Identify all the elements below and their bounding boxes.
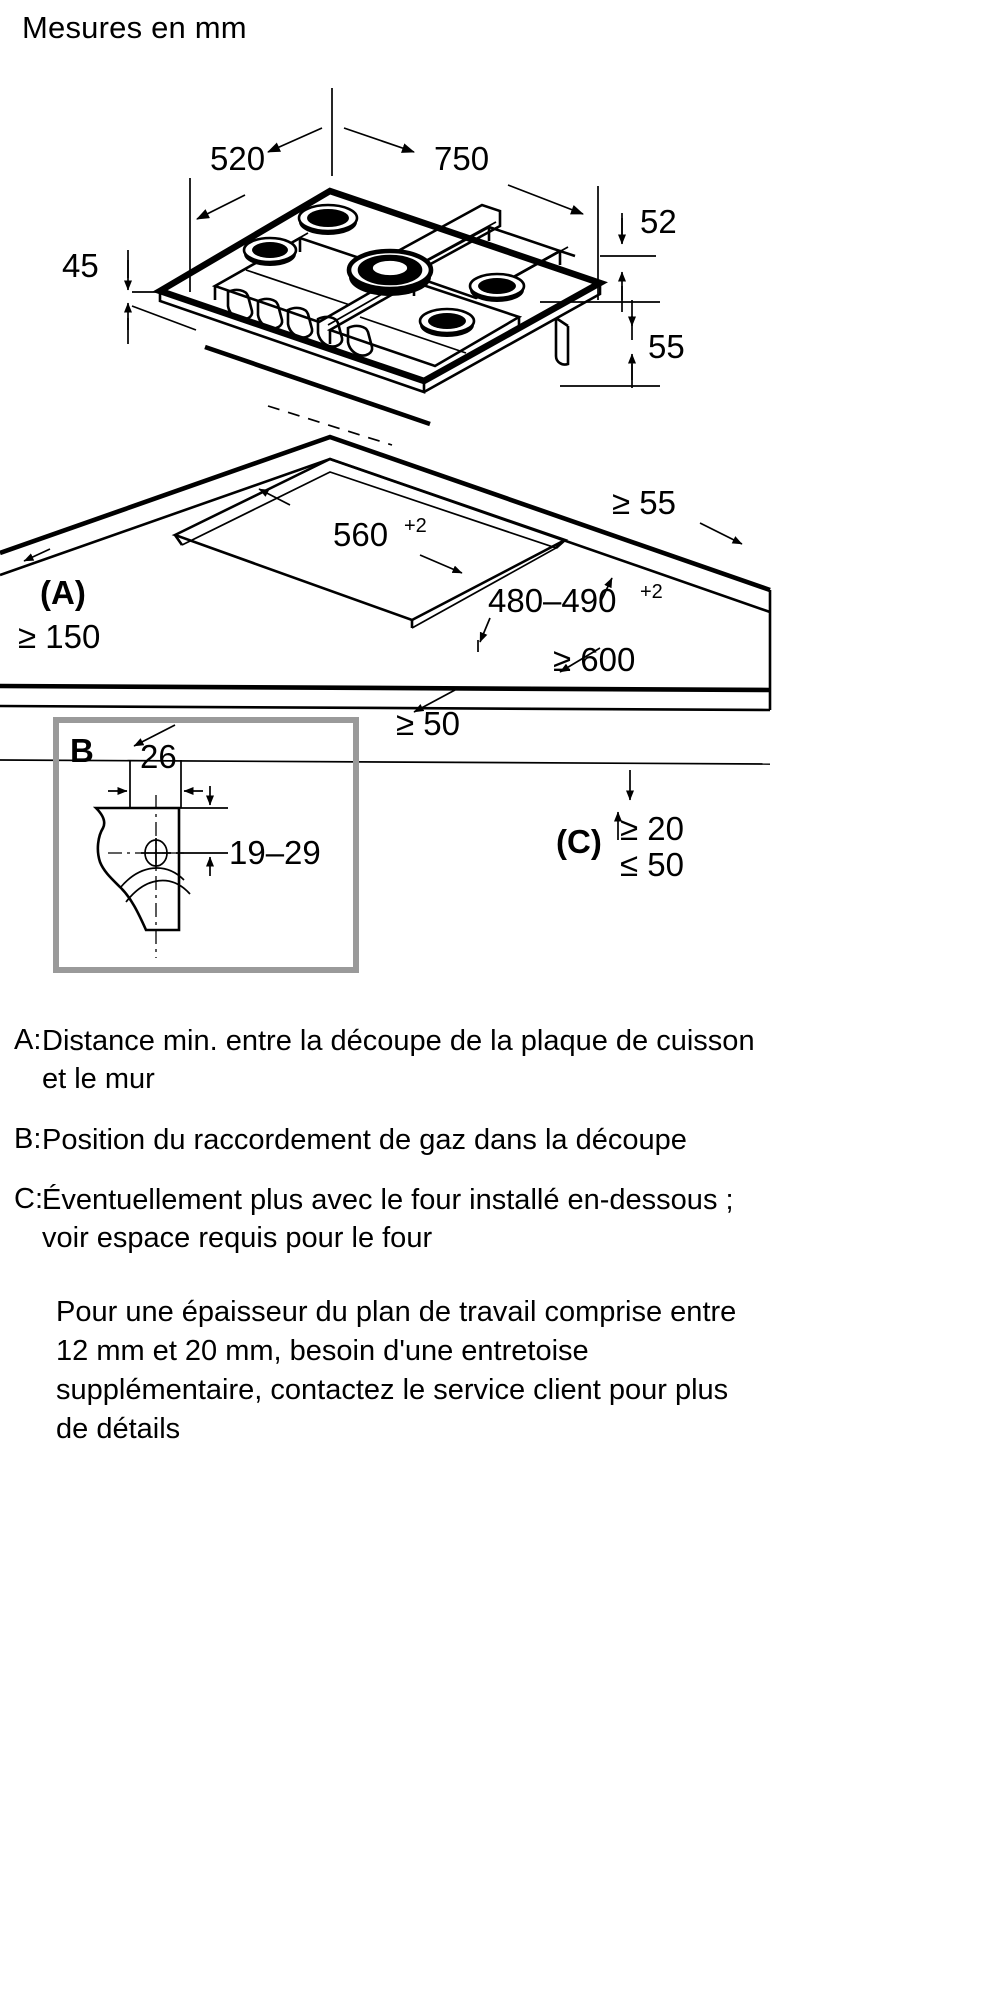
dimension-label-19-29: 19–29: [229, 834, 321, 871]
dimension-label-520: 520: [210, 140, 265, 177]
legend-text-a: Distance min. entre la découpe de la pla…: [42, 1025, 755, 1096]
detail-b-label: B: [70, 732, 94, 769]
legend-text-b: Position du raccordement de gaz dans la …: [42, 1123, 687, 1156]
page-title: Mesures en mm: [22, 10, 247, 45]
dimension-55: 55: [540, 300, 685, 388]
dimension-label-750: 750: [434, 140, 489, 177]
dimension-45: 45: [62, 247, 197, 344]
dimension-750: 750: [343, 127, 599, 300]
clearance-cabinet: ≥ 600: [553, 641, 635, 678]
dimension-19-29: 19–29: [176, 786, 321, 876]
worktop-thickness-note: Pour une épaisseur du plan de travail co…: [56, 1296, 737, 1445]
control-knobs: [226, 288, 374, 357]
dimension-tolerance-560: +2: [404, 515, 427, 537]
dimension-560: 560 +2: [258, 488, 463, 574]
legend-block: A: Distance min. entre la découpe de la …: [0, 1022, 1000, 1449]
dimension-label-52: 52: [640, 203, 677, 240]
legend-row-b: B: Position du raccordement de gaz dans …: [0, 1121, 1000, 1159]
dimension-26: 26: [108, 738, 203, 808]
installation-diagram: 520 750 45 52 55: [0, 88, 772, 973]
clearance-a-value: ≥ 150: [18, 618, 100, 655]
legend-key-b: B:: [14, 1122, 42, 1155]
legend-key-c: C:: [14, 1182, 43, 1215]
gas-connection-stub: [554, 316, 570, 366]
legend-text-c: Éventuellement plus avec le four install…: [42, 1183, 734, 1255]
hob-isometric: [152, 187, 608, 427]
dimension-520: 520: [189, 88, 333, 292]
clearance-c-min: ≥ 20: [620, 810, 684, 847]
gas-connection-bracket: [92, 795, 191, 958]
clearance-c: (C) ≥ 20 ≤ 50: [556, 770, 684, 883]
clearance-c-key: (C): [556, 823, 602, 860]
burner-front: [418, 307, 476, 337]
clearance-a-key: (A): [40, 574, 86, 611]
legend-key-a: A:: [14, 1024, 42, 1056]
clearance-front-label: ≥ 50: [396, 705, 460, 742]
detail-box-b: B 26 19–29: [53, 717, 359, 973]
dimension-480-490: 480–490 +2: [477, 577, 663, 652]
burner-right: [468, 272, 526, 302]
legend-row-a: A: Distance min. entre la découpe de la …: [0, 1022, 1000, 1099]
dimension-label-560: 560: [333, 516, 388, 553]
clearance-c-max: ≤ 50: [620, 846, 684, 883]
clearance-rear: ≥ 55: [612, 484, 743, 545]
dimension-label-26: 26: [140, 738, 177, 775]
clearance-rear-label: ≥ 55: [612, 484, 676, 521]
dimension-tolerance-480-490: +2: [640, 581, 663, 603]
clearance-front: ≥ 50: [396, 689, 460, 742]
clearance-a: (A) ≥ 150: [18, 548, 176, 747]
dimension-label-480-490: 480–490: [488, 582, 616, 619]
dimension-label-55: 55: [648, 328, 685, 365]
burner-rear-left: [297, 203, 359, 235]
worktop-cutout: [0, 405, 772, 765]
legend-row-c: C: Éventuellement plus avec le four inst…: [0, 1181, 1000, 1258]
burner-center-wok: [346, 248, 434, 296]
clearance-cabinet-label: ≥ 600: [553, 641, 635, 678]
dimension-label-45: 45: [62, 247, 99, 284]
burner-left: [242, 236, 298, 266]
dimension-52: 52: [600, 203, 677, 312]
